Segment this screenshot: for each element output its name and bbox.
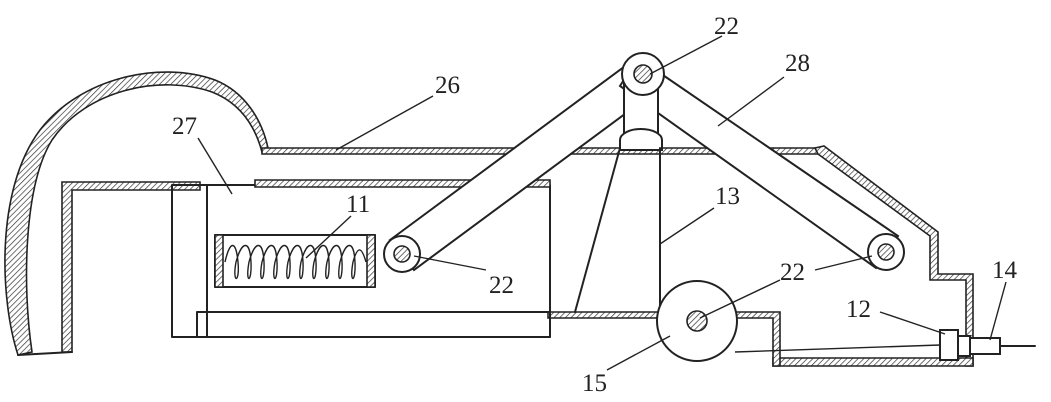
spring-housing bbox=[214, 234, 376, 288]
label-pivot-right: 22 bbox=[780, 259, 805, 286]
link-left bbox=[388, 56, 662, 272]
leader-pivot-right bbox=[814, 255, 873, 271]
housing-base-plate bbox=[547, 311, 671, 319]
pivot-left-inner bbox=[393, 245, 411, 263]
leader-wheel bbox=[606, 335, 671, 371]
spring-coil bbox=[224, 244, 367, 280]
label-pivot-top: 22 bbox=[714, 13, 739, 40]
leader-rod bbox=[659, 207, 715, 245]
link-right bbox=[618, 56, 900, 270]
housing-step-plate bbox=[734, 311, 781, 367]
label-motor: 12 bbox=[846, 296, 871, 323]
leader-pivot-mid bbox=[699, 279, 781, 319]
label-spring: 11 bbox=[346, 191, 370, 218]
leader-motor bbox=[879, 311, 946, 335]
wheel-hub bbox=[686, 310, 708, 332]
label-slider-block: 27 bbox=[172, 113, 197, 140]
spring-end-plate-right bbox=[366, 234, 376, 288]
leader-shaft bbox=[989, 281, 1007, 341]
leader-link-right bbox=[717, 76, 785, 127]
leader-pivot-top bbox=[649, 35, 723, 75]
label-pivot-left: 22 bbox=[489, 272, 514, 299]
hook-foot-line bbox=[17, 351, 73, 356]
label-shaft: 14 bbox=[992, 257, 1018, 284]
leader-housing bbox=[335, 95, 434, 151]
motor-body bbox=[939, 329, 959, 361]
label-wheel: 15 bbox=[582, 370, 607, 397]
spring-end-plate bbox=[214, 234, 224, 288]
leader-slider bbox=[197, 137, 233, 195]
label-link-right: 28 bbox=[785, 50, 810, 77]
shaft-body bbox=[969, 337, 1001, 355]
slider-base bbox=[196, 311, 551, 338]
cable bbox=[734, 344, 941, 353]
leader-spring bbox=[305, 215, 352, 259]
column-cap bbox=[619, 128, 663, 151]
leader-pivot-left bbox=[413, 255, 487, 271]
hook-tip bbox=[61, 181, 201, 353]
pivot-top-inner bbox=[633, 64, 653, 84]
pivot-right-inner bbox=[877, 243, 895, 261]
motor-coupling bbox=[957, 335, 971, 357]
label-rod: 13 bbox=[715, 183, 740, 210]
label-housing: 26 bbox=[435, 72, 460, 99]
rod-left bbox=[574, 147, 621, 313]
